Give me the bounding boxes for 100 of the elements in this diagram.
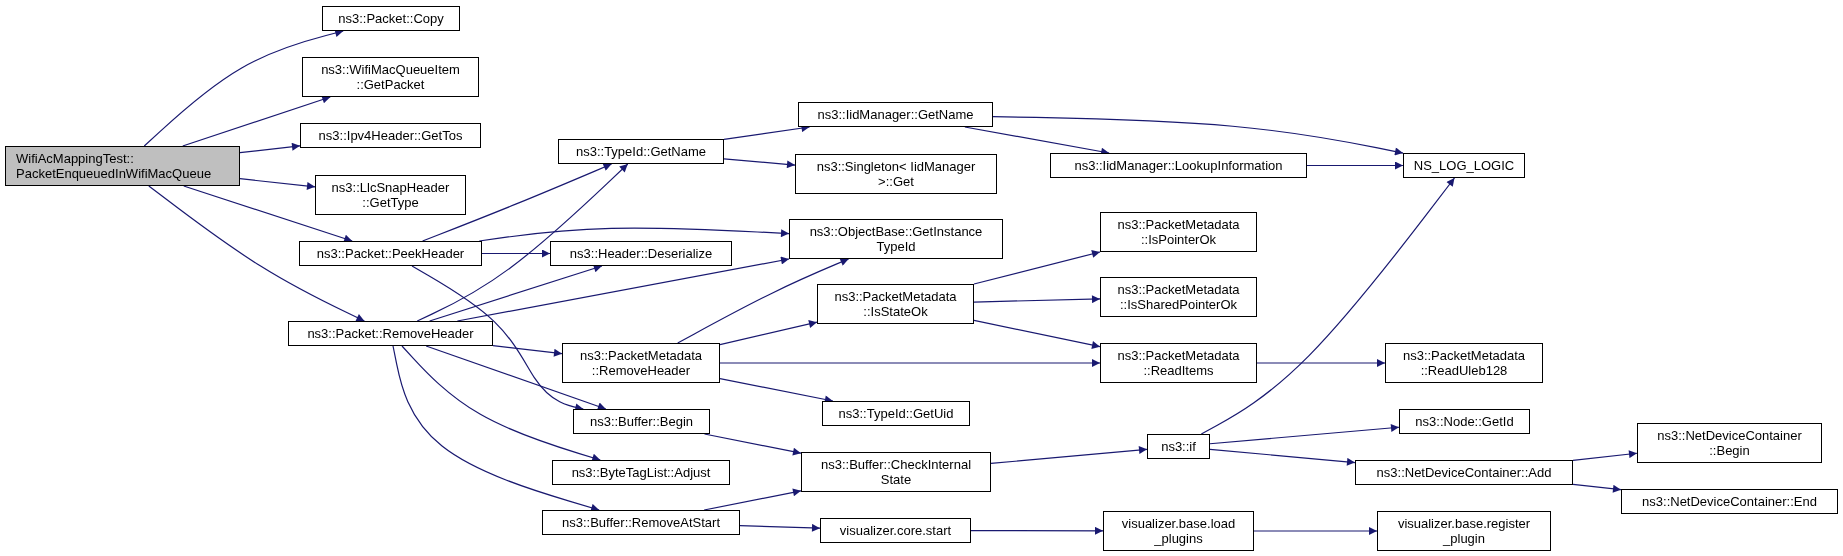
- call-arrow: [1572, 483, 1622, 493]
- call-arrow: [1209, 448, 1356, 466]
- function-box: [550, 241, 732, 266]
- highlighted-function-box: [5, 146, 240, 186]
- function-name: ns3::Packet::RemoveHeader: [307, 326, 474, 341]
- function-name: ns3::ByteTagList::Adjust: [571, 465, 711, 480]
- function-name: ns3::NetDeviceContainer ::Begin: [1656, 428, 1803, 458]
- call-arrow: [425, 345, 607, 411]
- function-name: ns3::Ipv4Header::GetTos: [318, 128, 463, 143]
- function-name: ns3::NetDeviceContainer::End: [1642, 494, 1817, 509]
- function-name: ns3::PacketMetadata ::ReadUleb128: [1401, 348, 1527, 378]
- call-arrow: [719, 320, 818, 346]
- function-box: [1637, 423, 1822, 463]
- call-arrow: [1306, 161, 1404, 170]
- function-box: [288, 321, 493, 346]
- call-arrow: [401, 345, 601, 462]
- function-name: ns3::Singleton< IidManager >::Get: [815, 159, 977, 189]
- function-box: [542, 510, 740, 535]
- call-arrow: [973, 295, 1101, 304]
- function-name: visualizer.core.start: [839, 523, 952, 538]
- function-box: [573, 409, 710, 434]
- call-arrow: [429, 264, 603, 322]
- call-arrow: [703, 488, 802, 511]
- function-box: [789, 219, 1003, 259]
- function-box: [822, 401, 970, 426]
- function-name: ns3::Header::Deserialize: [569, 246, 713, 261]
- function-name: ns3::ObjectBase::GetInstance TypeId: [808, 224, 984, 254]
- function-name: ns3::PacketMetadata ::ReadItems: [1116, 348, 1241, 378]
- function-box: [1355, 460, 1573, 485]
- function-box: [1103, 511, 1254, 551]
- function-box: [562, 343, 720, 383]
- function-name: ns3::NetDeviceContainer::Add: [1376, 465, 1552, 480]
- function-box: [299, 241, 482, 266]
- function-name: ns3::IidManager::LookupInformation: [1074, 158, 1283, 173]
- call-arrow: [143, 29, 344, 147]
- call-arrow: [739, 523, 821, 532]
- function-name: visualizer.base.load _plugins: [1120, 516, 1237, 546]
- function-name: ns3::Packet::Copy: [338, 11, 444, 26]
- function-box: [1621, 489, 1838, 514]
- function-box: [801, 452, 991, 492]
- function-box: [300, 123, 481, 148]
- call-arrow: [481, 249, 551, 258]
- function-name: ns3::PacketMetadata ::RemoveHeader: [578, 348, 704, 378]
- function-name: ns3::TypeId::GetName: [575, 144, 707, 159]
- function-box: [302, 57, 479, 97]
- call-arrow: [182, 95, 331, 147]
- call-arrow: [973, 250, 1101, 285]
- function-name: WifiAcMappingTest:: PacketEnqueuedInWifiMacQueue: [16, 151, 213, 181]
- function-name: ns3::Packet::PeekHeader: [316, 246, 465, 261]
- function-name: ns3::WifiMacQueueItem ::GetPacket: [320, 62, 461, 92]
- call-arrow: [148, 185, 365, 322]
- function-box: [1377, 511, 1551, 551]
- function-box: [552, 460, 730, 485]
- function-name: ns3::TypeId::GetUid: [838, 406, 954, 421]
- call-arrow: [239, 142, 301, 154]
- function-name: ns3::Buffer::CheckInternal State: [819, 457, 973, 487]
- call-arrow: [1200, 177, 1456, 435]
- call-arrow: [183, 185, 353, 243]
- function-box: [322, 6, 460, 31]
- function-name: ns3::LlcSnapHeader ::GetType: [330, 180, 451, 210]
- call-arrow: [723, 158, 796, 169]
- call-arrow: [719, 359, 1101, 367]
- call-arrow: [422, 163, 613, 242]
- call-arrow: [973, 319, 1101, 349]
- call-arrow: [416, 163, 629, 322]
- function-box: [1399, 409, 1530, 434]
- call-arrow: [677, 258, 850, 344]
- function-name: ns3::Buffer::RemoveAtStart: [562, 515, 720, 530]
- function-name: ns3::PacketMetadata ::IsStateOk: [833, 289, 958, 319]
- function-box: [1100, 277, 1257, 317]
- function-name: ns3::Buffer::Begin: [589, 414, 694, 429]
- function-box: [558, 139, 724, 164]
- function-name: ns3::Node::GetId: [1415, 414, 1514, 429]
- function-box: [798, 102, 993, 127]
- function-box: [820, 518, 971, 543]
- function-box: [1403, 153, 1525, 178]
- function-box: [1385, 343, 1543, 383]
- function-box: [1100, 212, 1257, 252]
- call-arrow: [1572, 450, 1638, 461]
- function-name: ns3::PacketMetadata ::IsPointerOk: [1116, 217, 1241, 247]
- call-arrow: [392, 345, 600, 512]
- function-name: visualizer.base.register _plugin: [1396, 516, 1532, 546]
- function-name: ns3::PacketMetadata ::IsSharedPointerOk: [1116, 282, 1241, 312]
- function-box: [817, 284, 974, 324]
- call-arrow: [1253, 527, 1378, 535]
- call-arrow: [492, 344, 563, 357]
- call-arrow: [970, 526, 1104, 535]
- function-box: [315, 175, 466, 215]
- function-box: [1050, 153, 1307, 178]
- function-box: [795, 154, 997, 194]
- function-name: ns3::if: [1161, 439, 1196, 454]
- function-name: NS_LOG_LOGIC: [1413, 158, 1515, 173]
- call-arrow: [1209, 423, 1400, 445]
- function-box: [1100, 343, 1257, 383]
- call-arrow: [992, 115, 1404, 156]
- function-box: [1147, 434, 1210, 459]
- function-name: ns3::IidManager::GetName: [817, 107, 974, 122]
- call-arrow: [239, 178, 316, 190]
- call-arrow: [1256, 359, 1386, 367]
- call-arrow: [990, 446, 1148, 465]
